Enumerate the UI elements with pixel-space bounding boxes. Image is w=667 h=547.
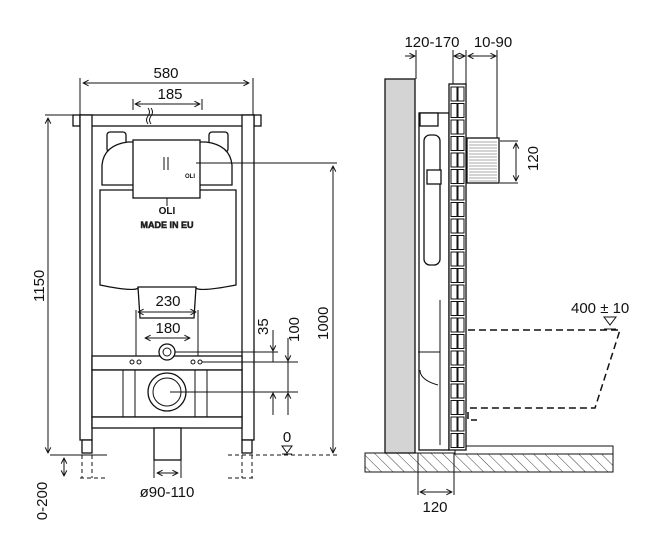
dim-bottom-depth-label: 120 (422, 499, 447, 516)
side-view: 120-170 10-90 120 400 ± 10 120 (364, 34, 629, 516)
panel-tile (457, 268, 465, 283)
front-view: 580 185 (31, 65, 340, 520)
dim-panel-offset-label: 10-90 (474, 34, 512, 51)
panel-tile (450, 334, 458, 349)
panel-tile (457, 235, 465, 250)
panel-tile (457, 416, 465, 432)
dim-35-label: 35 (255, 318, 272, 335)
panel-tile (450, 218, 458, 234)
panel-tile (457, 334, 465, 349)
panel-tile (457, 350, 465, 366)
panel-tile (450, 202, 458, 217)
panel-tile (450, 416, 458, 432)
panel-tile (457, 86, 465, 102)
panel-tile (457, 119, 465, 135)
drain-pipe (153, 427, 182, 461)
front-panel (448, 83, 467, 451)
panel-tile (450, 367, 458, 382)
panel-tile (450, 103, 458, 118)
dim-185-label: 185 (157, 86, 182, 103)
panel-tile (450, 86, 458, 102)
level-triangle-icon (603, 316, 617, 330)
panel-tile (457, 400, 465, 415)
mounting-frame (72, 114, 262, 454)
wall (384, 78, 416, 454)
dim-0-200-label: 0-200 (34, 482, 51, 520)
panel-tile (457, 152, 465, 168)
panel-tile (450, 284, 458, 300)
dim-230-label: 230 (155, 293, 180, 310)
panel-tile (450, 301, 458, 316)
floor-level-label: 0 (283, 429, 291, 446)
toilet-bowl-outline (468, 329, 622, 409)
panel-tile (457, 185, 465, 201)
origin-label: MADE IN EU (140, 220, 193, 230)
panel-tile (450, 152, 458, 168)
brand-label: OLI (159, 206, 176, 217)
dim-180-label: 180 (155, 320, 180, 337)
panel-tile (450, 268, 458, 283)
flush-button (466, 137, 500, 184)
panel-tile (457, 202, 465, 217)
panel-tile (450, 119, 458, 135)
panel-tile (457, 301, 465, 316)
panel-tile (450, 433, 458, 448)
panel-tile (457, 367, 465, 382)
floor (364, 452, 614, 473)
flush-outlet (158, 343, 176, 361)
panel-tile (450, 169, 458, 184)
panel-tile (450, 400, 458, 415)
dim-580-label: 580 (153, 65, 178, 82)
dim-wall-gap-label: 120-170 (404, 34, 459, 51)
panel-tile (450, 350, 458, 366)
panel-tile (457, 169, 465, 184)
panel-tile (457, 136, 465, 151)
level-triangle-icon (281, 445, 293, 455)
panel-tile (450, 235, 458, 250)
panel-tile (450, 185, 458, 201)
panel-tile (450, 317, 458, 333)
panel-tile (457, 103, 465, 118)
flush-panel-box (132, 139, 201, 199)
panel-tile (450, 251, 458, 267)
panel-tile (457, 383, 465, 399)
dim-button-label: 120 (525, 146, 542, 171)
dim-1150-label: 1150 (31, 270, 48, 302)
seat-height-label: 400 ± 10 (571, 300, 629, 317)
panel-brand-label: OLI (185, 174, 195, 180)
panel-tile (457, 433, 465, 448)
cistern: OLI OLI MADE IN EU (99, 107, 237, 461)
dim-1000-label: 1000 (315, 307, 332, 340)
panel-tile (457, 218, 465, 234)
panel-tile (457, 251, 465, 267)
panel-tile (457, 317, 465, 333)
dim-100-label: 100 (286, 317, 303, 342)
panel-tile (450, 136, 458, 151)
dim-drain-label: ø90-110 (140, 484, 195, 501)
panel-tile (457, 284, 465, 300)
panel-tile (450, 383, 458, 399)
